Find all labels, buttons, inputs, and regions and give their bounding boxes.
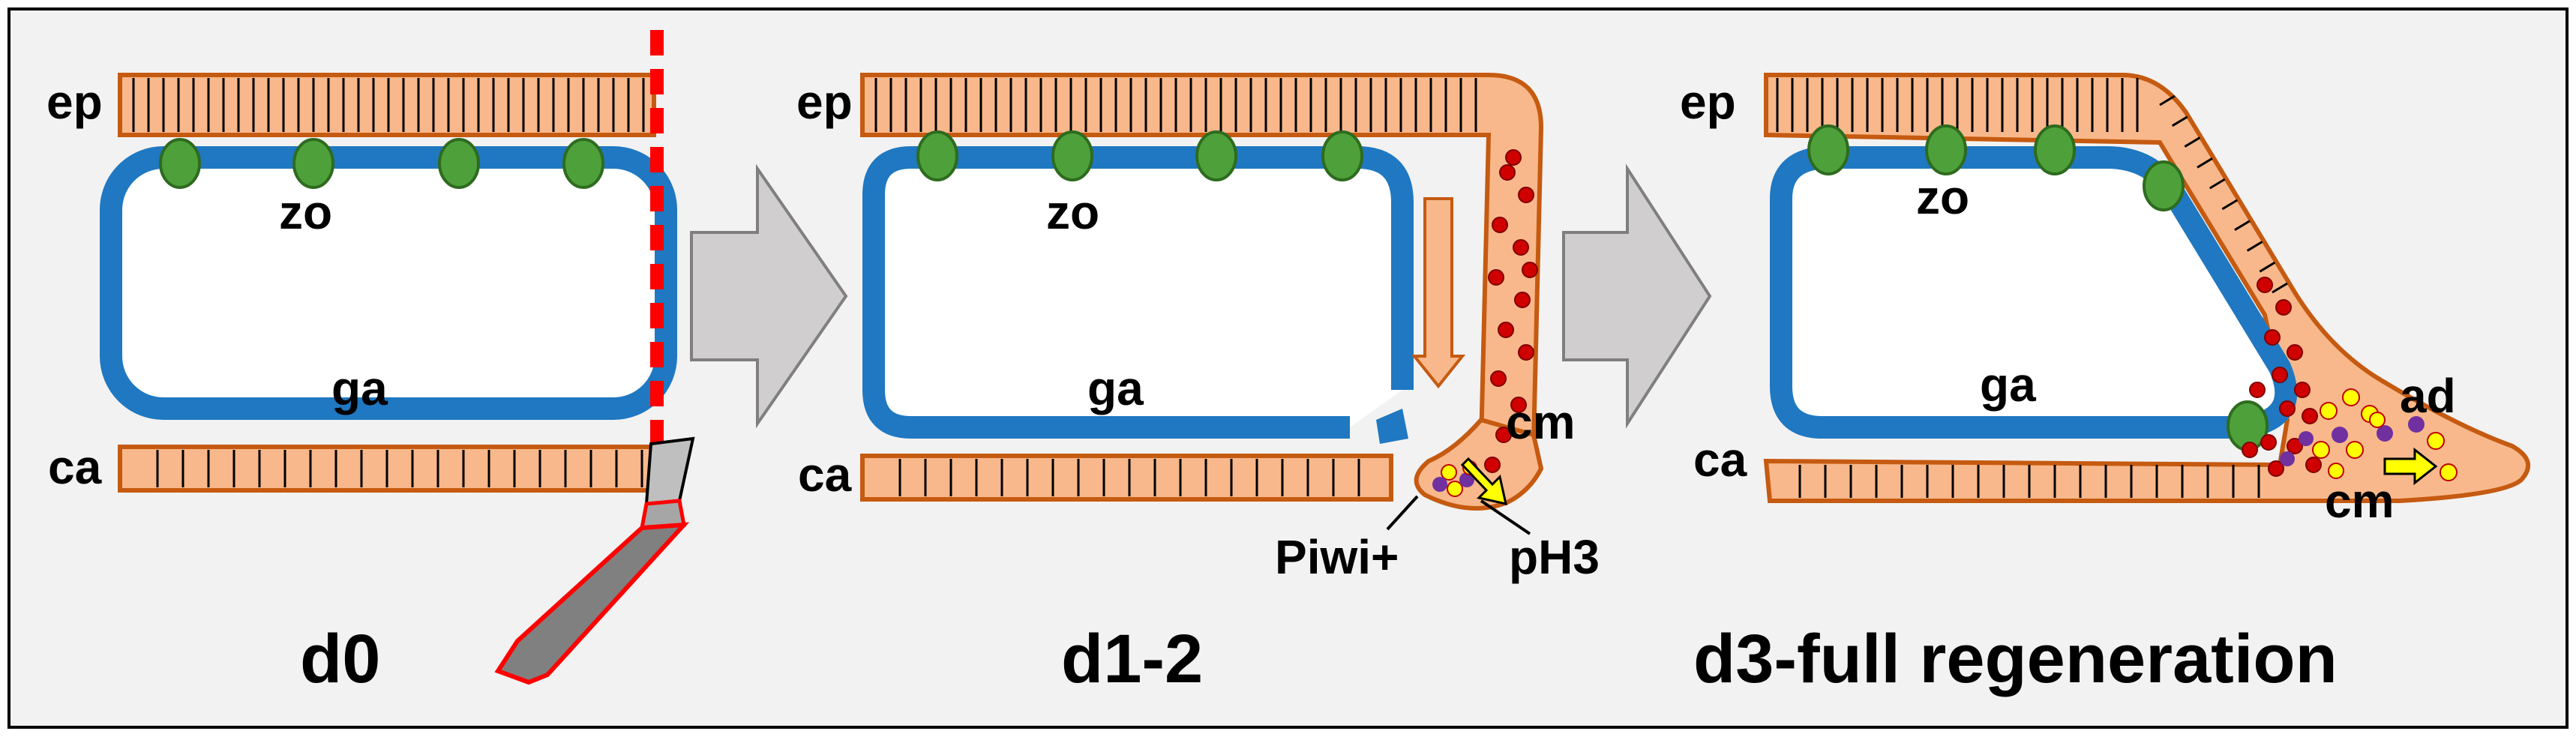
- label-ep: ep: [796, 75, 853, 129]
- red-cell: [1514, 292, 1531, 308]
- red-cell: [2305, 457, 2322, 473]
- epidermis-band: [118, 73, 656, 137]
- tissue-tick: [2159, 94, 2176, 106]
- zooid: [1321, 130, 1363, 181]
- pointer-ph3: [1480, 499, 1531, 535]
- red-cell: [1492, 217, 1508, 233]
- label-zo: zo: [279, 185, 332, 239]
- tissue-tick: [2234, 220, 2251, 231]
- zooid: [292, 138, 334, 189]
- label-cm: cm: [1506, 395, 1576, 449]
- red-cell: [2260, 434, 2277, 451]
- tissue-tick: [2197, 157, 2213, 169]
- label-ga: ga: [1087, 361, 1144, 415]
- tissue-tick: [2259, 261, 2276, 273]
- label-ep: ep: [1680, 75, 1736, 129]
- epidermis-band: [1763, 73, 2530, 503]
- gut-lumen: [100, 146, 677, 420]
- zooid: [159, 138, 201, 189]
- red-cell: [2294, 382, 2311, 398]
- gut-lumen: [862, 146, 1414, 439]
- zooid-row: [159, 138, 604, 189]
- label-ca: ca: [798, 448, 852, 502]
- red-cell: [2268, 460, 2284, 477]
- yellow-arrow: [1460, 457, 1507, 505]
- epidermis-band: [860, 73, 1544, 447]
- red-cell: [2279, 400, 2296, 417]
- red-cell: [1488, 269, 1504, 286]
- stage-label-d3-full-regeneration: d3-full regeneration: [1693, 621, 2338, 697]
- label-cm: cm: [2325, 474, 2395, 528]
- zooid: [916, 130, 958, 181]
- label-ga: ga: [1980, 358, 2036, 412]
- tissue-tick: [2246, 241, 2263, 252]
- label-zo: zo: [1916, 170, 1969, 224]
- stage-label-d0: d0: [300, 621, 380, 697]
- zooid: [562, 138, 604, 189]
- zooid-row: [916, 130, 1363, 181]
- tissue-tick: [2184, 136, 2201, 148]
- zooid: [438, 138, 480, 189]
- label-ad: ad: [2400, 369, 2456, 423]
- label-zo: zo: [1046, 185, 1099, 239]
- red-cell: [2287, 344, 2303, 361]
- cartilage-band: [1798, 465, 2260, 498]
- scalpel-icon: [494, 436, 695, 685]
- red-cell: [1518, 344, 1534, 361]
- pointer-piwi: [1386, 495, 1419, 531]
- red-cell: [1510, 397, 1527, 413]
- process-arrow-icon: [690, 163, 848, 429]
- tissue-tick: [2272, 282, 2288, 294]
- label-ca: ca: [48, 440, 102, 494]
- red-cell: [1518, 187, 1534, 203]
- red-cell: [2249, 382, 2266, 398]
- process-arrow-icon: [1562, 163, 1712, 429]
- zooid: [1807, 124, 1849, 175]
- label-piwi: Piwi+: [1275, 530, 1399, 584]
- proliferating-cells: [2280, 388, 2458, 481]
- zooid-row: [1807, 124, 2269, 451]
- tissue-tick: [2209, 178, 2226, 190]
- gut-fragment: [1376, 409, 1408, 444]
- red-cell-cluster: [1484, 149, 1538, 473]
- red-cell: [2242, 442, 2258, 458]
- cartilage-band: [118, 445, 656, 493]
- red-cell: [2272, 367, 2288, 383]
- zooid: [1925, 124, 1967, 175]
- red-cell-cluster: [2242, 277, 2322, 477]
- red-cell: [2275, 299, 2292, 316]
- panel-d0: ep zo ga ca d0: [46, 30, 695, 697]
- red-cell: [1490, 370, 1507, 387]
- migration-arrow: [1411, 197, 1466, 389]
- red-cell: [2264, 329, 2281, 346]
- red-cell: [2302, 408, 2318, 424]
- cartilage-band: [860, 454, 1393, 502]
- zooid: [2034, 124, 2076, 175]
- red-cell: [1484, 457, 1501, 473]
- red-cell: [2287, 438, 2303, 454]
- red-cell: [1498, 322, 1514, 338]
- panel-d3-full-regeneration: ep zo ga ca ad cm d3-full regeneration: [1680, 73, 2530, 697]
- tissue-tick: [2221, 199, 2239, 211]
- label-ep: ep: [46, 75, 103, 129]
- label-ga: ga: [331, 361, 388, 415]
- label-ph3: pH3: [1509, 530, 1600, 584]
- red-cell: [1513, 239, 1529, 256]
- label-ca: ca: [1693, 433, 1747, 487]
- red-cell: [1505, 149, 1522, 166]
- tissue-tick: [2171, 115, 2188, 127]
- zooid: [1195, 130, 1237, 181]
- stage-label-d1-2: d1-2: [1061, 621, 1203, 697]
- zooid: [2143, 160, 2185, 211]
- red-cell: [1499, 164, 1516, 181]
- red-cell: [1522, 262, 1538, 278]
- red-cell: [2257, 277, 2273, 293]
- red-cell: [1495, 427, 1512, 443]
- zooid: [1051, 130, 1093, 181]
- panel-d1-2: ep zo ga ca cm Piwi+ pH3 d1-2: [796, 73, 1600, 697]
- yellow-arrow: [2383, 447, 2438, 486]
